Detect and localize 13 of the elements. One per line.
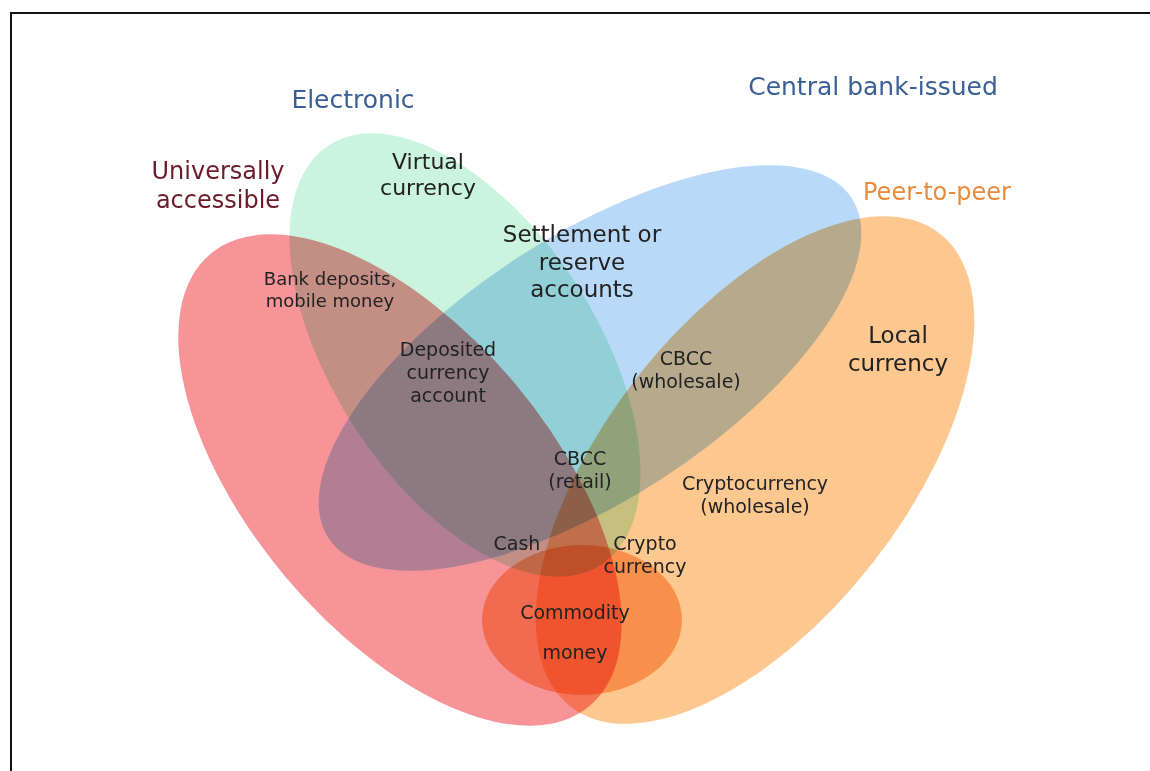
region-label: Cryptocurrency (wholesale)	[680, 472, 830, 518]
region-label: CBCC (wholesale)	[630, 347, 742, 393]
region-label: Settlement or reserve accounts	[501, 220, 663, 304]
region-label: Crypto currency	[602, 532, 688, 578]
region-label: Bank deposits, mobile money	[262, 268, 398, 312]
set-title: Central bank-issued	[747, 72, 999, 102]
region-label: Virtual currency	[379, 148, 477, 202]
set-title: Peer-to-peer	[862, 177, 1012, 207]
set-title: Universally accessible	[150, 157, 286, 215]
region-label: Commodity money	[519, 600, 631, 665]
region-label: Cash	[492, 531, 542, 555]
set-title: Electronic	[290, 85, 416, 115]
region-label: Local currency	[846, 322, 950, 378]
